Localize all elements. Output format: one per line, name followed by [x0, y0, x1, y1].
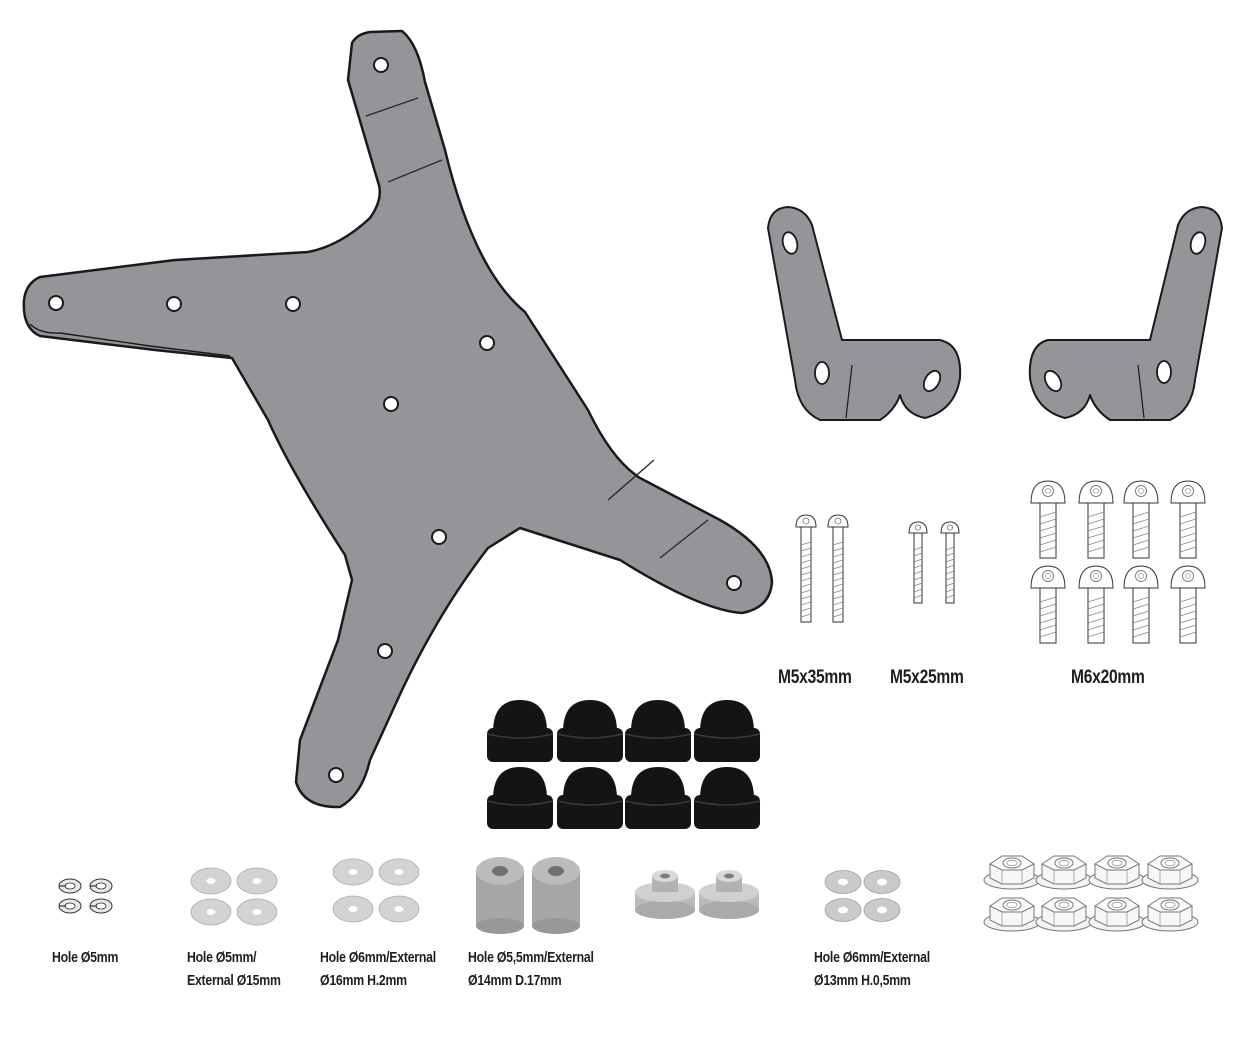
label-m5x25: M5x25mm [890, 667, 964, 688]
label-washer-15: Hole Ø5mm/ External Ø15mm [187, 946, 281, 992]
label-line: Hole Ø6mm/External [320, 949, 436, 966]
cap-nut-icon [486, 699, 761, 830]
l-bracket-icon [767, 206, 1223, 421]
label-m6x20: M6x20mm [1071, 667, 1145, 688]
label-line: Hole Ø6mm/External [814, 949, 930, 966]
label-washer-16: Hole Ø6mm/External Ø16mm H.2mm [320, 946, 436, 992]
label-line: Hole Ø5,5mm/External [468, 949, 594, 966]
label-line: Ø16mm H.2mm [320, 972, 407, 989]
label-spacer: Hole Ø5,5mm/External Ø14mm D.17mm [468, 946, 594, 992]
label-lockwasher: Hole Ø5mm [52, 946, 118, 969]
label-washer-13: Hole Ø6mm/External Ø13mm H.0,5mm [814, 946, 930, 992]
label-line: Hole Ø5mm [52, 949, 119, 966]
flange-nut-icon [983, 855, 1199, 932]
mounting-plate-icon [22, 29, 774, 809]
spacer-icon [476, 857, 759, 934]
label-line: Ø14mm D.17mm [468, 972, 562, 989]
label-line: External Ø15mm [187, 972, 281, 989]
bolt-icon [795, 480, 1206, 644]
label-line: Hole Ø5mm/ [187, 949, 257, 966]
label-m5x35: M5x35mm [778, 667, 852, 688]
label-line: Ø13mm H.0,5mm [814, 972, 911, 989]
